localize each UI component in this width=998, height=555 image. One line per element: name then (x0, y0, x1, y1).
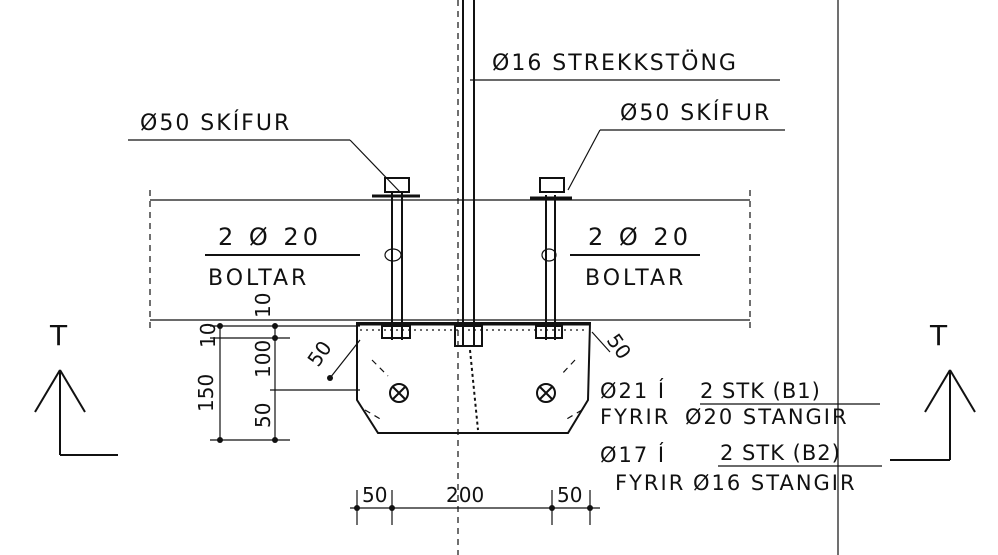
chamfer-dim-left: 50 (302, 336, 336, 371)
bolts-left-count: 2 Ø 20 (218, 223, 322, 251)
rebar-note-line4-a: FYRIR (615, 471, 685, 495)
dim-horiz-right: 50 (557, 483, 582, 507)
dim-horiz-left: 50 (362, 483, 387, 507)
dim-vert-total: 150 (194, 374, 218, 412)
rebar-note-line4-b: Ø16 STANGIR (693, 471, 857, 495)
washer-leader-right (567, 129, 601, 191)
washer-leader-left (349, 139, 401, 193)
washer-label-left: Ø50 SKÍFUR (140, 110, 291, 136)
rebar-note-line2-b: Ø20 STANGIR (685, 405, 849, 429)
rebar-note-line3-a: Ø17 Í (600, 442, 666, 467)
section-marker-left (34, 369, 118, 456)
bolt-left (372, 177, 420, 340)
bolts-right-count: 2 Ø 20 (588, 223, 692, 251)
section-label-right: T (929, 319, 948, 352)
bolts-right-word: BOLTAR (585, 266, 686, 291)
chamfer-dim-right-line (591, 331, 611, 353)
bolt-right (530, 177, 572, 340)
dim-vert-bottom: 50 (251, 403, 275, 428)
chamfer-dim-left-line (329, 339, 361, 379)
chamfer-dim-left-dot (327, 375, 333, 381)
rebar-note-line2-a: FYRIR (600, 405, 670, 429)
section-label-left: T (49, 319, 68, 352)
rebar-note-line1-a: Ø21 Í (600, 378, 666, 403)
rod-label: Ø16 STREKKSTÖNG (492, 50, 738, 76)
rebar-note-line1-b: 2 STK (B1) (700, 379, 821, 403)
section-marker-right (890, 369, 976, 461)
dim-vert-mid: 100 (251, 340, 275, 378)
rebar-symbol-left (389, 383, 409, 403)
rebar-symbol-right (536, 383, 556, 403)
dim-vert-top-small: 10 (251, 293, 275, 318)
washer-label-right: Ø50 SKÍFUR (620, 100, 771, 126)
bolts-left-word: BOLTAR (208, 266, 309, 291)
tension-rod (462, 0, 475, 345)
vertical-dimension-chain (210, 323, 360, 443)
foundation-body (356, 322, 592, 434)
chamfer-dim-right: 50 (602, 329, 636, 364)
horizontal-dimension-chain (350, 490, 600, 525)
dim-vert-top: 10 (196, 323, 220, 348)
rebar-note-line3-b: 2 STK (B2) (720, 441, 841, 465)
dim-horiz-center: 200 (446, 483, 484, 507)
